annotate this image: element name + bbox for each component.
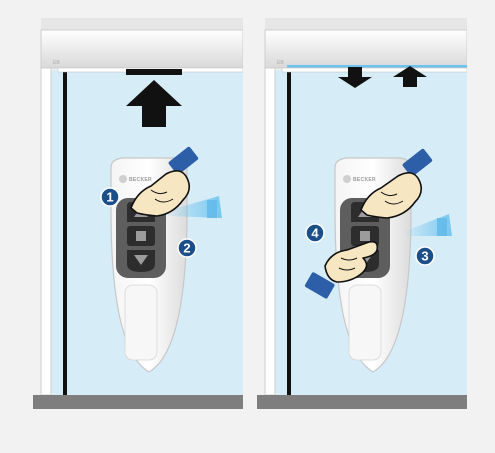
floor [33,395,243,409]
svg-text:2: 2 [183,241,190,256]
window-frame-dark-edge [287,70,291,395]
remote-battery-cover [349,285,381,360]
svg-text:3: 3 [421,249,428,264]
end-position-line [287,65,467,68]
window-frame-left [41,60,51,395]
step-badge-3: 3 [416,247,434,265]
svg-text:EB: EB [277,60,284,66]
window-frame-left [265,60,275,395]
svg-text:EB: EB [53,60,60,66]
floor [257,395,467,409]
brand-logo-icon [119,175,127,183]
shutter-slat [126,69,182,75]
shutter-box: EB [41,18,243,75]
instruction-panel-right: EB BECKER [257,0,467,410]
window-frame-dark-edge [63,70,67,395]
instruction-panel-left: EB BECKER [33,0,243,410]
down-button[interactable] [127,250,155,272]
svg-text:4: 4 [311,226,319,241]
stop-square-icon [360,231,370,241]
shutter-box: EB [265,18,467,72]
step-badge-4: 4 [306,224,324,242]
remote-brand: BECKER [353,177,376,183]
stop-square-icon [136,231,146,241]
remote-brand: BECKER [129,177,152,183]
shutter-bottom-rail [282,68,467,72]
svg-text:1: 1 [106,190,113,205]
step-badge-1: 1 [101,188,119,206]
remote-battery-cover [125,285,157,360]
brand-logo-icon [343,175,351,183]
stop-button[interactable] [127,226,155,246]
step-badge-2: 2 [178,239,196,257]
